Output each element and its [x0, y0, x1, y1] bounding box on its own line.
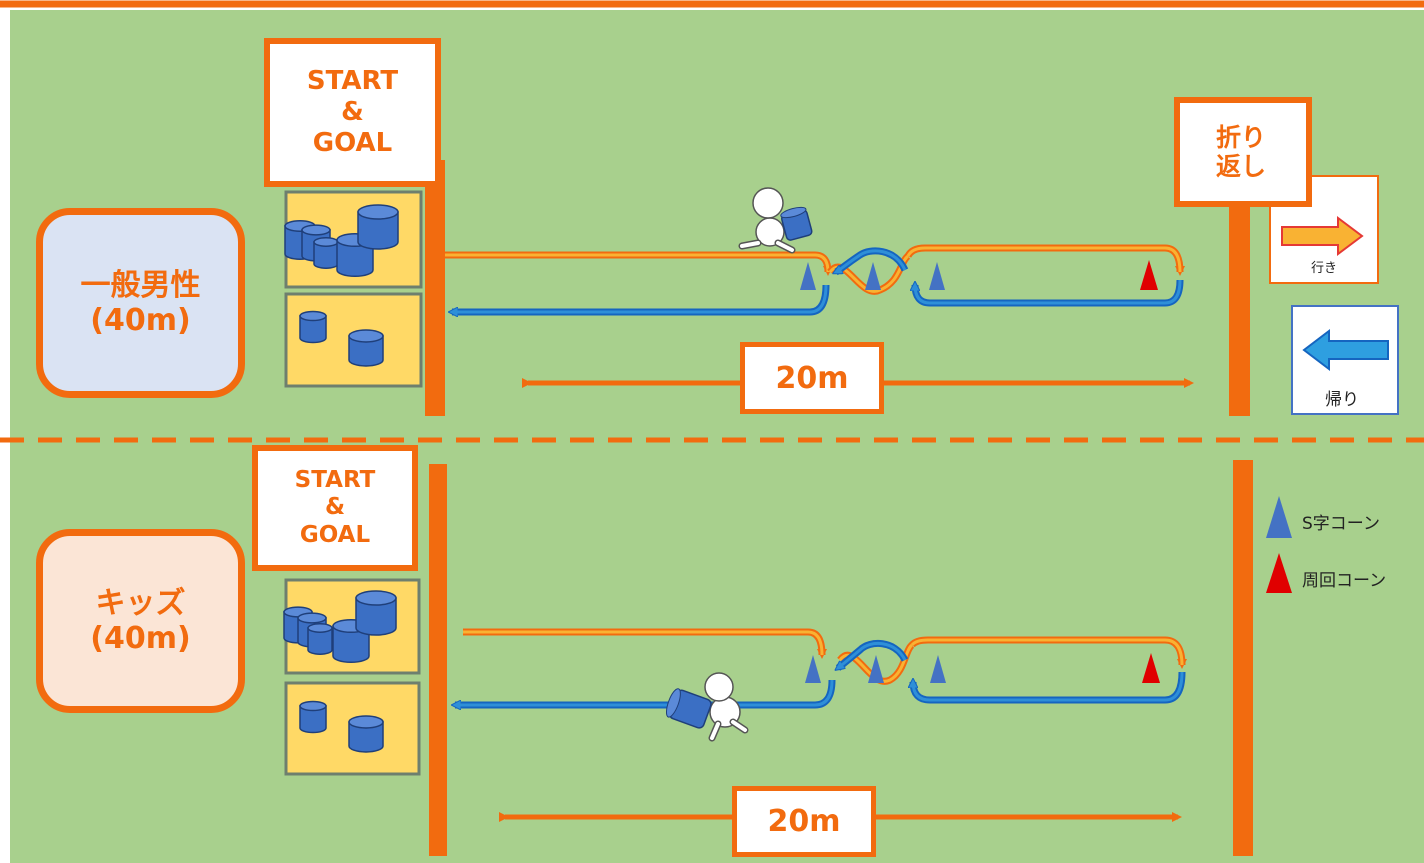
bucket-icon-top — [355, 590, 397, 606]
distance-box-kids: 20m — [732, 786, 876, 857]
s-cone-icon — [805, 655, 821, 683]
s-cone-icon — [929, 262, 945, 290]
start-post-general — [425, 160, 445, 416]
return-arrow-icon — [1302, 328, 1389, 372]
start-goal-label: START & GOAL — [294, 467, 376, 548]
legend-turn-cone-icon — [1266, 553, 1292, 593]
bucket-icon-top — [313, 237, 339, 247]
course-paths-kids — [455, 628, 1187, 705]
bucket-icon — [336, 239, 374, 278]
bucket-icon — [332, 625, 370, 664]
distance-box-general: 20m — [740, 342, 884, 414]
bucket-icon-top — [348, 329, 384, 343]
buckets — [283, 204, 399, 753]
category-kids-label: キッズ (40m) — [90, 585, 191, 656]
legend-s-cone-label: S字コーン — [1302, 514, 1380, 534]
s-cone-icon — [865, 262, 881, 290]
bucket-icon-top — [301, 224, 331, 236]
distance-label: 20m — [767, 804, 841, 839]
bucket-icon — [357, 211, 399, 250]
runner-icon — [738, 187, 813, 254]
start-post-kids — [429, 464, 447, 856]
category-kids: キッズ (40m) — [36, 529, 245, 713]
category-general-label: 一般男性 (40m) — [80, 267, 201, 338]
bucket-icon-top — [297, 612, 327, 624]
course-paths-general — [445, 244, 1185, 312]
bucket-icon — [299, 315, 327, 344]
turn-cone-icon — [1142, 653, 1160, 683]
s-cone-icon — [930, 655, 946, 683]
turnaround-label: 折り 返し — [1216, 122, 1267, 182]
start-goal-sign-general: START & GOAL — [264, 38, 441, 187]
legend-outbound-label: 行き — [1311, 261, 1338, 276]
bucket-icon — [348, 721, 384, 753]
turn-cone-icon — [1140, 260, 1158, 290]
category-general: 一般男性 (40m) — [36, 208, 245, 398]
bucket-icon-top — [299, 310, 327, 322]
bucket-icon-top — [299, 700, 327, 712]
runner-icon — [665, 672, 749, 742]
bucket-icon-top — [348, 715, 384, 729]
turnaround-sign: 折り 返し — [1174, 97, 1312, 207]
turn-post-kids — [1233, 460, 1253, 856]
legend-return-label: 帰り — [1325, 390, 1359, 410]
s-cone-icon — [868, 655, 884, 683]
legend-turn-cone-label: 周回コーン — [1302, 571, 1387, 591]
bucket-icon — [299, 705, 327, 734]
bucket-icon — [307, 627, 333, 655]
outbound-arrow-icon — [1281, 216, 1364, 256]
bucket-icon-top — [307, 623, 333, 633]
start-goal-label: START & GOAL — [306, 66, 399, 158]
turn-post-general — [1229, 202, 1250, 416]
bucket-icon — [348, 335, 384, 367]
legend-s-cone-icon — [1266, 496, 1292, 538]
bucket-icon-top — [357, 204, 399, 220]
s-cone-icon — [800, 262, 816, 290]
bucket-icon — [355, 597, 397, 636]
start-goal-sign-kids: START & GOAL — [252, 445, 418, 571]
distance-label: 20m — [775, 360, 849, 396]
